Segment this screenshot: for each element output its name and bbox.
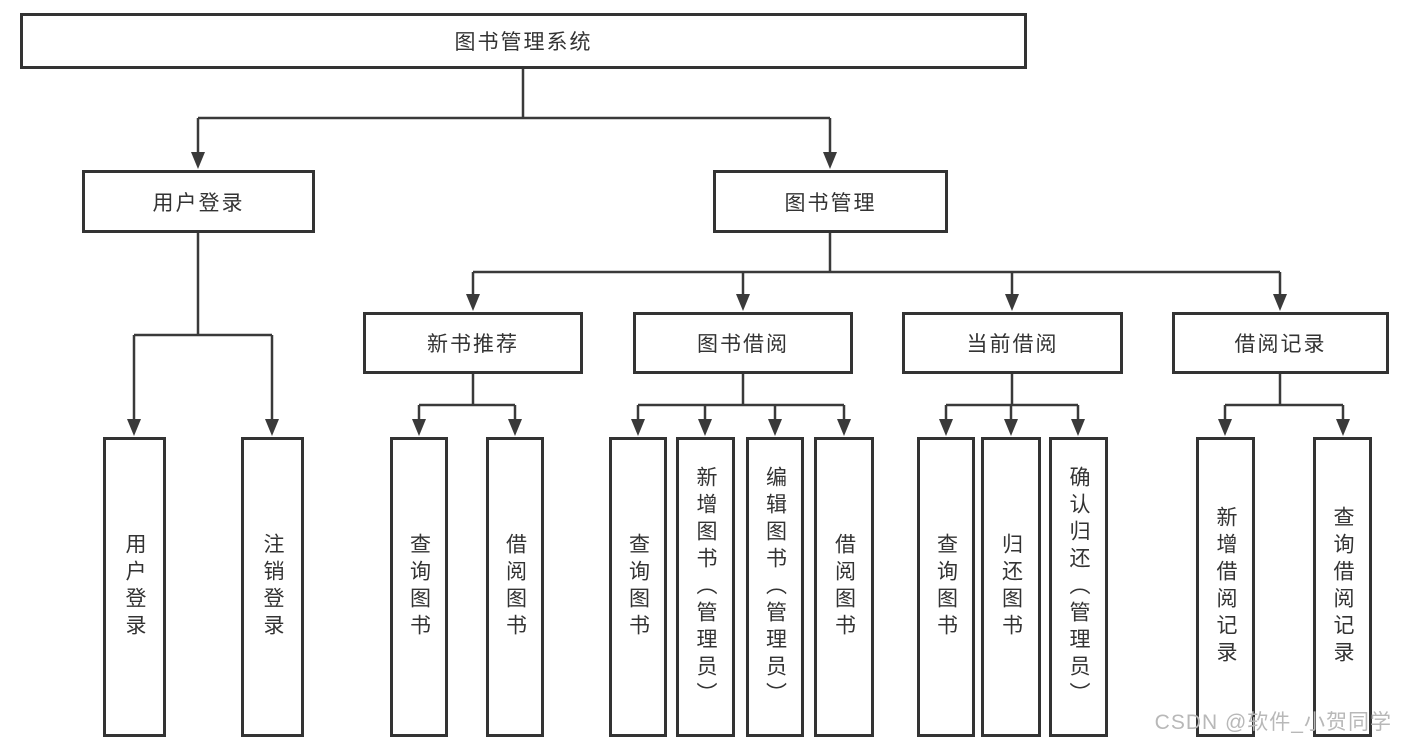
leaf-return-books: 归还图书 <box>981 437 1041 737</box>
leaf-label: 新增图书（管理员） <box>694 465 718 709</box>
leaf-label: 编辑图书（管理员） <box>763 465 787 709</box>
node-user-login: 用户登录 <box>82 170 315 233</box>
leaf-user-login: 用户登录 <box>103 437 166 737</box>
leaf-label: 新增借阅记录 <box>1214 506 1238 668</box>
leaf-search-books-borrowing: 查询图书 <box>609 437 667 737</box>
node-label: 图书借阅 <box>697 333 789 356</box>
node-library-management-system: 图书管理系统 <box>20 13 1027 69</box>
leaf-confirm-return-admin: 确认归还（管理员） <box>1049 437 1108 737</box>
leaf-label: 归还图书 <box>999 533 1023 641</box>
node-label: 图书管理 <box>784 191 877 215</box>
leaf-label: 查询图书 <box>407 533 431 641</box>
leaf-borrow-books: 借阅图书 <box>814 437 874 737</box>
leaf-label: 确认归还（管理员） <box>1067 465 1091 709</box>
leaf-label: 注销登录 <box>261 533 285 641</box>
leaf-label: 查询图书 <box>626 533 650 641</box>
node-book-borrowing: 图书借阅 <box>633 312 853 374</box>
leaf-search-books-current: 查询图书 <box>917 437 975 737</box>
leaf-label: 用户登录 <box>123 533 147 641</box>
node-label: 借阅记录 <box>1234 333 1327 356</box>
leaf-label: 借阅图书 <box>503 533 527 641</box>
leaf-logout: 注销登录 <box>241 437 304 737</box>
csdn-watermark: CSDN @软件_小贺同学 <box>1154 711 1392 734</box>
node-current-borrowing: 当前借阅 <box>902 312 1123 374</box>
leaf-label: 查询图书 <box>934 533 958 641</box>
leaf-add-books-admin: 新增图书（管理员） <box>676 437 735 737</box>
node-label: 新书推荐 <box>427 333 519 356</box>
node-new-book-recommendation: 新书推荐 <box>363 312 583 374</box>
node-label: 图书管理系统 <box>454 31 593 54</box>
node-borrowing-records: 借阅记录 <box>1172 312 1389 374</box>
leaf-label: 借阅图书 <box>832 533 856 641</box>
leaf-edit-books-admin: 编辑图书（管理员） <box>746 437 804 737</box>
leaf-search-borrow-record: 查询借阅记录 <box>1313 437 1372 737</box>
leaf-search-books-recommend: 查询图书 <box>390 437 448 737</box>
leaf-label: 查询借阅记录 <box>1331 506 1355 668</box>
leaf-borrow-books-recommend: 借阅图书 <box>486 437 544 737</box>
node-label: 用户登录 <box>152 191 245 215</box>
node-label: 当前借阅 <box>966 333 1059 356</box>
node-book-management: 图书管理 <box>713 170 948 233</box>
leaf-add-borrow-record: 新增借阅记录 <box>1196 437 1255 737</box>
